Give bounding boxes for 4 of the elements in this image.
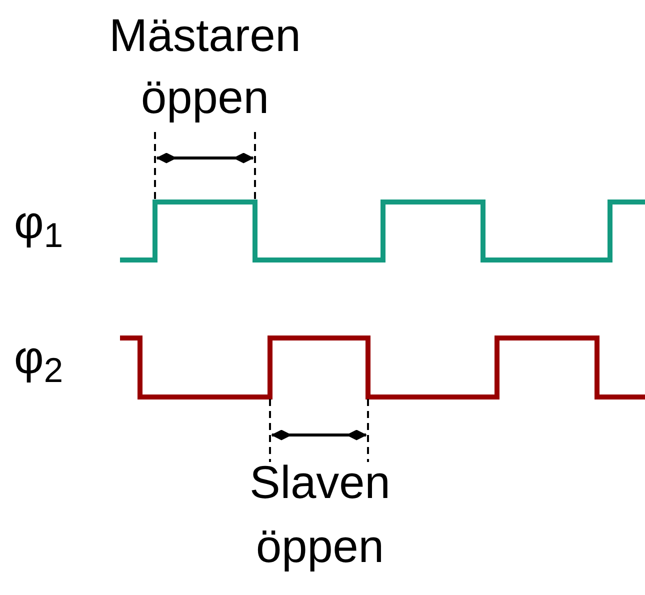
signal-label: φ$_{1}$ [14, 195, 64, 257]
interval-label: Slaven öppen [248, 455, 392, 574]
signal-label: φ$_{2}$ [14, 330, 64, 392]
interval-label: Mästaren öppen [108, 8, 302, 125]
